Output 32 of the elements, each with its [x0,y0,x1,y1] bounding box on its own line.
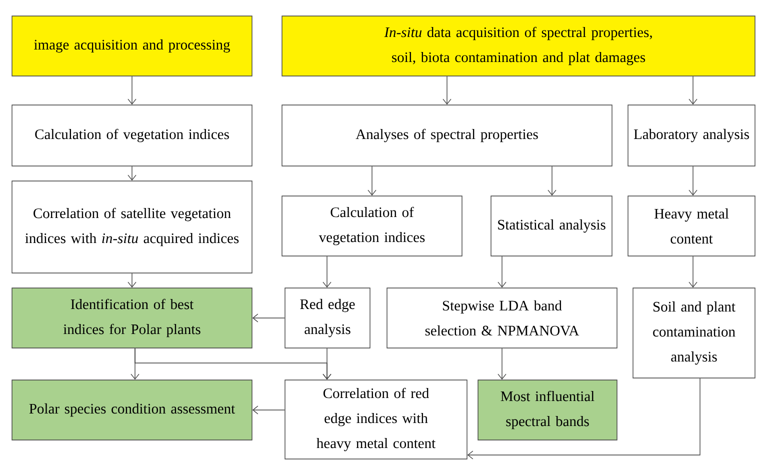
arrow [467,378,700,460]
arrow [688,76,698,105]
arrow [134,348,332,380]
process-box: Soil and plant contamination analysis [632,288,756,378]
result-box: Identification of best indices for Polar plants [12,288,252,348]
arrow [688,256,698,288]
arrow [252,314,285,322]
arrow [128,273,136,288]
process-box: Statistical analysis [490,196,612,256]
arrow [322,256,332,288]
process-box: Analyses of spectral properties [282,104,612,166]
arrow [128,166,136,181]
arrow [498,256,506,288]
arrow [688,166,698,196]
process-box: Calculation of vegetation indices [12,104,252,166]
header-box: image acquisition and processing [12,16,252,76]
result-box: Polar species condition assessment [12,380,252,440]
arrow [548,166,556,196]
process-box: Laboratory analysis [628,104,756,166]
arrow [252,406,285,414]
process-box: Heavy metal content [628,196,756,256]
header-box: In-situ data acquisition of spectral properties, soil, biota contamination and plat damages [282,16,756,76]
process-box: Correlation of red edge indices with heavy metal content [284,380,468,460]
arrow [498,348,506,380]
process-box: Red edge analysis [284,288,370,348]
result-box: Most influential spectral bands [478,380,618,440]
arrow [442,76,452,105]
process-box: Stepwise LDA band selection & NPMANOVA [386,288,618,348]
arrow [128,76,136,105]
process-box: Correlation of satellite vegetation indices with in-situ acquired indices [12,180,252,274]
arrow [368,166,376,196]
process-box: Calculation of vegetation indices [282,196,462,256]
